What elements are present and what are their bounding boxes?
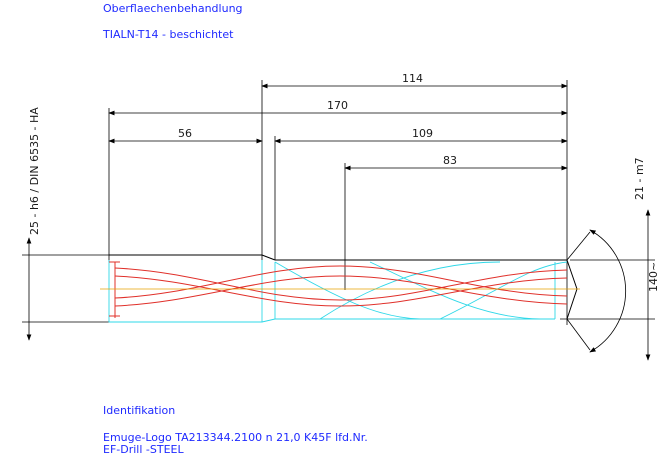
dim-170-label: 170 bbox=[327, 99, 348, 112]
point-angle-dimension bbox=[566, 229, 627, 353]
identification-line-2: EF-Drill -STEEL bbox=[103, 443, 184, 456]
point-angle-label: 140~ bbox=[647, 262, 660, 292]
dimension-114 bbox=[261, 80, 568, 260]
flute-lines bbox=[109, 261, 568, 318]
dimension-170 bbox=[108, 108, 568, 262]
dimension-109 bbox=[274, 136, 568, 260]
dim-114-label: 114 bbox=[402, 72, 423, 85]
surface-treatment-label: Oberflaechenbehandlung bbox=[103, 2, 243, 15]
body-diameter-dimension bbox=[560, 209, 655, 361]
body-diameter-label: 21 - m7 bbox=[633, 157, 646, 200]
shank-spec-label: 25 - h6 / DIN 6535 - HA bbox=[28, 107, 41, 235]
shank-diameter-dimension bbox=[22, 237, 109, 341]
dim-56-label: 56 bbox=[178, 127, 192, 140]
coating-label: TIALN-T14 - beschichtet bbox=[102, 28, 234, 41]
identification-label: Identifikation bbox=[103, 404, 175, 417]
drill-outline bbox=[109, 254, 578, 320]
identification-line-1: Emuge-Logo TA213344.2100 n 21,0 K45F lfd… bbox=[103, 431, 368, 444]
dim-109-label: 109 bbox=[412, 127, 433, 140]
dim-83-label: 83 bbox=[443, 154, 457, 167]
dimension-83 bbox=[344, 163, 568, 290]
